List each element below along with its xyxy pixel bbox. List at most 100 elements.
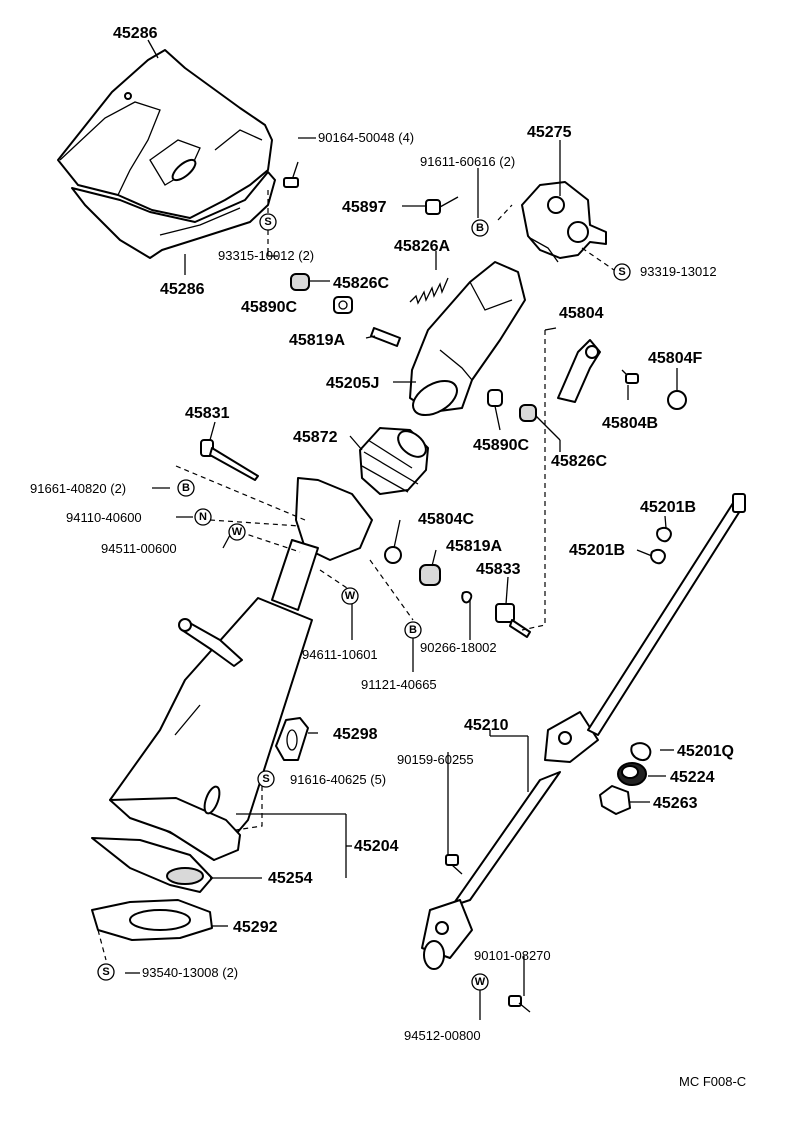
label-45804C: 45804C	[418, 511, 474, 528]
bolt-45831	[200, 439, 259, 481]
clip-45201Q	[630, 742, 652, 762]
cap-45804F	[667, 390, 687, 410]
screw-45804B	[621, 369, 639, 384]
clip-45201B	[650, 526, 672, 565]
symbol-B-91121: B	[404, 621, 422, 639]
label-91121: 91121-40665	[361, 677, 437, 692]
label-45298: 45298	[333, 726, 378, 743]
nut-45890C	[333, 296, 353, 314]
screw-90101	[508, 995, 531, 1013]
plate-45292	[91, 899, 213, 941]
lock-housing-45275	[521, 181, 607, 263]
label-91611: 91611-60616 (2)	[420, 154, 515, 169]
label-45254: 45254	[268, 870, 313, 887]
label-45224: 45224	[670, 769, 715, 786]
symbol-N-94110: N	[194, 508, 212, 526]
label-45819A-mid: 45819A	[446, 538, 502, 555]
label-45890C-mid: 45890C	[473, 437, 529, 454]
bolt-45833	[495, 603, 531, 638]
symbol-S-93319: S	[613, 263, 631, 281]
label-45826A: 45826A	[394, 238, 450, 255]
symbol-S-93540: S	[97, 963, 115, 981]
label-45831: 45831	[185, 405, 230, 422]
label-45804B: 45804B	[602, 415, 658, 432]
label-45826C-top: 45826C	[333, 275, 389, 292]
screw-90164	[283, 161, 299, 188]
label-90101: 90101-08270	[474, 948, 551, 963]
label-91661: 91661-40820 (2)	[30, 481, 126, 496]
label-45204: 45204	[354, 838, 399, 855]
svg-text:S: S	[264, 216, 271, 228]
parts-illustrations	[57, 49, 746, 1013]
label-90164: 90164-50048 (4)	[318, 130, 414, 145]
svg-text:W: W	[345, 590, 356, 602]
label-93319: 93319-13012	[640, 264, 717, 279]
column-cover-lower	[71, 171, 276, 259]
label-90266: 90266-18002	[420, 640, 497, 655]
label-45263: 45263	[653, 795, 698, 812]
symbol-S-93315: S	[259, 213, 277, 231]
pin-45819A	[370, 327, 401, 347]
gasket-45254	[91, 837, 213, 893]
svg-text:W: W	[232, 526, 243, 538]
bracket-45205J	[409, 261, 526, 417]
bushing-45826C	[290, 273, 310, 291]
label-45804: 45804	[559, 305, 604, 322]
symbol-S-91616: S	[257, 770, 275, 788]
label-94110: 94110-40600	[66, 510, 142, 525]
lever-45804	[557, 339, 601, 403]
label-45286-upper: 45286	[113, 25, 158, 42]
intermediate-shaft-45210	[421, 711, 599, 970]
pad-45298	[275, 717, 309, 761]
label-45210: 45210	[464, 717, 509, 734]
leader-lines	[97, 39, 678, 1020]
label-45286-lower: 45286	[160, 281, 205, 298]
bushing-45224	[617, 762, 647, 786]
svg-text:W: W	[475, 976, 486, 988]
svg-text:B: B	[476, 222, 484, 234]
bushing-45819A-mid	[419, 564, 441, 586]
svg-text:N: N	[199, 511, 207, 523]
label-94611: 94611-10601	[302, 647, 378, 662]
label-94512: 94512-00800	[404, 1028, 481, 1043]
main-shaft	[587, 493, 746, 736]
label-45897: 45897	[342, 199, 387, 216]
svg-text:S: S	[262, 773, 269, 785]
label-45275: 45275	[527, 124, 572, 141]
spring-45826A	[409, 277, 449, 305]
label-45205J: 45205J	[326, 375, 379, 392]
part-labels: 45286 45286 90164-50048 (4) 93315-10012 …	[30, 25, 746, 1089]
label-45819A-top: 45819A	[289, 332, 345, 349]
svg-text:B: B	[182, 482, 190, 494]
label-93540: 93540-13008 (2)	[142, 965, 238, 980]
label-45804F: 45804F	[648, 350, 702, 367]
label-45826C-mid: 45826C	[551, 453, 607, 470]
label-45201B-mid: 45201B	[569, 542, 625, 559]
figure-code: MC F008-C	[679, 1074, 746, 1089]
label-45890C-top: 45890C	[241, 299, 297, 316]
label-45833: 45833	[476, 561, 521, 578]
symbol-B-91661: B	[177, 479, 195, 497]
symbol-W-94611: W	[341, 587, 359, 605]
symbol-W-94511: W	[228, 523, 246, 541]
svg-text:B: B	[409, 624, 417, 636]
label-45201B-top: 45201B	[640, 499, 696, 516]
symbol-W-94512: W	[471, 973, 489, 991]
label-94511: 94511-00600	[101, 541, 177, 556]
screw-45897	[425, 196, 459, 215]
bushing-45826C-mid	[519, 404, 537, 422]
boot-45872	[359, 427, 429, 495]
label-90159: 90159-60255	[397, 752, 474, 767]
fastener-symbols: S B S B N W W B S S W	[97, 213, 631, 991]
steering-column-tube	[109, 477, 373, 861]
nut-45890C-mid	[487, 389, 503, 407]
label-45872: 45872	[293, 429, 338, 446]
label-45201Q: 45201Q	[677, 743, 734, 760]
screw-90159	[445, 854, 463, 875]
symbol-B-91611: B	[471, 219, 489, 237]
washer-45804C	[384, 546, 402, 564]
svg-text:S: S	[618, 266, 625, 278]
label-91616: 91616-40625 (5)	[290, 772, 386, 787]
label-45292: 45292	[233, 919, 278, 936]
